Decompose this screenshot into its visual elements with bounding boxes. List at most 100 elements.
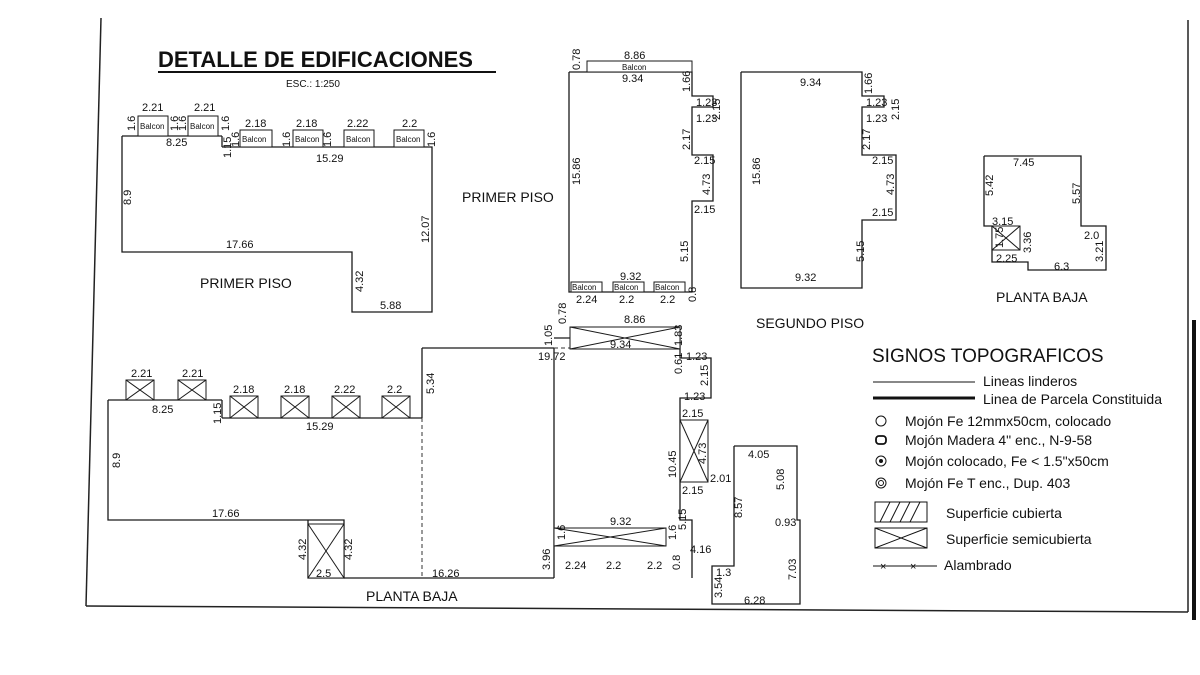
dimension-label: 2.2 bbox=[387, 384, 402, 396]
dimension-label: 2.15 bbox=[872, 155, 893, 167]
dimension-label: 6.3 bbox=[1054, 261, 1069, 273]
floor-label-planta-baja: PLANTA BAJA bbox=[366, 588, 458, 604]
dimension-label: 1.6 bbox=[556, 525, 568, 540]
dimension-label: 4.32 bbox=[354, 271, 366, 292]
dimension-label: 0.93 bbox=[775, 517, 796, 529]
dimension-label: 2.21 bbox=[131, 368, 152, 380]
dimension-label: 9.32 bbox=[620, 271, 641, 283]
balcony-mf-1 bbox=[570, 281, 603, 293]
dimension-label: 17.66 bbox=[212, 508, 240, 520]
dimension-label: 2.01 bbox=[710, 473, 731, 485]
dimension-label: 0.61 bbox=[673, 353, 685, 374]
dimension-label: 8.86 bbox=[624, 314, 645, 326]
dimension-label: 0.8 bbox=[687, 287, 699, 302]
dimension-label: 2.17 bbox=[681, 129, 693, 150]
legend-signos-topograficos: SIGNOS TOPOGRAFICOS Lineas linderos Line… bbox=[872, 346, 1162, 573]
dimension-label: 3.15 bbox=[992, 216, 1013, 228]
dimension-label: 2.0 bbox=[1084, 230, 1099, 242]
legend-item: Mojón Fe T enc., Dup. 403 bbox=[905, 475, 1070, 491]
dimension-label: 19.72 bbox=[538, 351, 566, 363]
dimension-label: 2.2 bbox=[402, 118, 417, 130]
dimension-label: 3.21 bbox=[1094, 241, 1106, 262]
dimension-label: 9.32 bbox=[610, 516, 631, 528]
plan-planta-baja-large: 2.21 2.21 8.25 2.18 2.18 2.22 2.2 1.15 1… bbox=[107, 303, 801, 607]
dimension-label: 17.66 bbox=[226, 239, 254, 251]
dimension-label: 7.03 bbox=[787, 559, 799, 580]
dimension-label: 9.32 bbox=[795, 272, 816, 284]
dimension-label: 15.29 bbox=[306, 421, 334, 433]
dimension-label: 5.88 bbox=[380, 300, 401, 312]
dimension-label: 5.57 bbox=[1071, 183, 1083, 204]
legend-item: Linea de Parcela Constituida bbox=[983, 391, 1162, 407]
monument-t-inner-icon bbox=[878, 480, 884, 486]
dimension-label: 1.66 bbox=[681, 71, 693, 92]
dimension-label: 5.34 bbox=[425, 373, 437, 394]
dimension-label: 15.29 bbox=[316, 153, 344, 165]
dimension-label: 16.26 bbox=[432, 568, 460, 580]
dimension-label: 5.15 bbox=[679, 241, 691, 262]
balcony-label: Balcon bbox=[140, 122, 164, 131]
balcony-lf-6 bbox=[393, 129, 425, 148]
balcony-label: Balcon bbox=[396, 135, 420, 144]
dimension-label: 2.18 bbox=[296, 118, 317, 130]
dimension-label: 2.25 bbox=[996, 253, 1017, 265]
dimension-label: 12.07 bbox=[420, 215, 432, 243]
fence-x-icon: × bbox=[910, 561, 916, 573]
balcony-label: Balcon bbox=[655, 283, 679, 292]
drawing-frame bbox=[85, 17, 1196, 620]
dimension-label: 0.8 bbox=[671, 555, 683, 570]
balcony-lf-4 bbox=[292, 129, 324, 148]
dimension-label: 6.28 bbox=[744, 595, 765, 607]
balcony-label: Balcon bbox=[622, 63, 646, 72]
legend-item: Mojón colocado, Fe < 1.5"x50cm bbox=[905, 453, 1109, 469]
monument-placed-dot-icon bbox=[879, 459, 883, 463]
dimension-label: 1.6 bbox=[169, 116, 181, 131]
balcony-mf-2 bbox=[612, 281, 645, 293]
legend-item: Lineas linderos bbox=[983, 373, 1077, 389]
dimension-label: 2.15 bbox=[682, 408, 703, 420]
dimension-label: 1.6 bbox=[667, 525, 679, 540]
dimension-label: 8.86 bbox=[624, 50, 645, 62]
covered-area-icon bbox=[874, 501, 928, 523]
dimension-label: 1.15 bbox=[212, 403, 224, 424]
dimension-label: 1.6 bbox=[230, 132, 242, 147]
balcony-lf-3 bbox=[239, 129, 273, 148]
dimension-label: 2.24 bbox=[576, 294, 597, 306]
dimension-label: 4.32 bbox=[297, 539, 309, 560]
legend-item: Superficie cubierta bbox=[946, 505, 1062, 521]
dimension-label: 1.6 bbox=[281, 132, 293, 147]
balcony-mf-3 bbox=[653, 281, 686, 293]
dimension-label: 2.2 bbox=[619, 294, 634, 306]
dimension-label: 2.2 bbox=[660, 294, 675, 306]
dimension-label: 8.25 bbox=[166, 137, 187, 149]
dimension-label: 2.24 bbox=[565, 560, 586, 572]
dimension-label: 2.2 bbox=[606, 560, 621, 572]
dimension-label: 7.45 bbox=[1013, 157, 1034, 169]
dimension-label: 2.22 bbox=[347, 118, 368, 130]
dimension-label: 15.86 bbox=[751, 157, 763, 185]
dimension-label: 9.34 bbox=[622, 73, 643, 85]
dimension-label: 8.25 bbox=[152, 404, 173, 416]
dimension-label: 3.96 bbox=[541, 549, 553, 570]
monument-iron-icon bbox=[875, 415, 887, 427]
dimension-label: 0.78 bbox=[571, 49, 583, 70]
dimension-label: 10.45 bbox=[667, 450, 679, 478]
balcony-label: Balcon bbox=[346, 135, 370, 144]
dimension-label: 1.05 bbox=[543, 325, 555, 346]
dimension-label: 4.73 bbox=[885, 174, 897, 195]
floor-label-primer-piso: PRIMER PISO bbox=[200, 275, 292, 291]
balcony-lf-1 bbox=[137, 115, 169, 137]
dimension-label: 1.23 bbox=[684, 391, 705, 403]
dimension-label: 2.15 bbox=[872, 207, 893, 219]
dimension-label: 8.9 bbox=[122, 190, 134, 205]
balcony-label: Balcon bbox=[572, 283, 596, 292]
dimension-label: 1.6 bbox=[126, 116, 138, 131]
balcony-label: Balcon bbox=[242, 135, 266, 144]
dimension-label: 1.66 bbox=[863, 73, 875, 94]
dimension-label: 5.42 bbox=[984, 175, 996, 196]
dimension-label: 1.15 bbox=[222, 137, 234, 158]
dimension-label: 4.05 bbox=[748, 449, 769, 461]
dimension-label: 2.15 bbox=[890, 99, 902, 120]
dimension-label: 2.15 bbox=[682, 485, 703, 497]
